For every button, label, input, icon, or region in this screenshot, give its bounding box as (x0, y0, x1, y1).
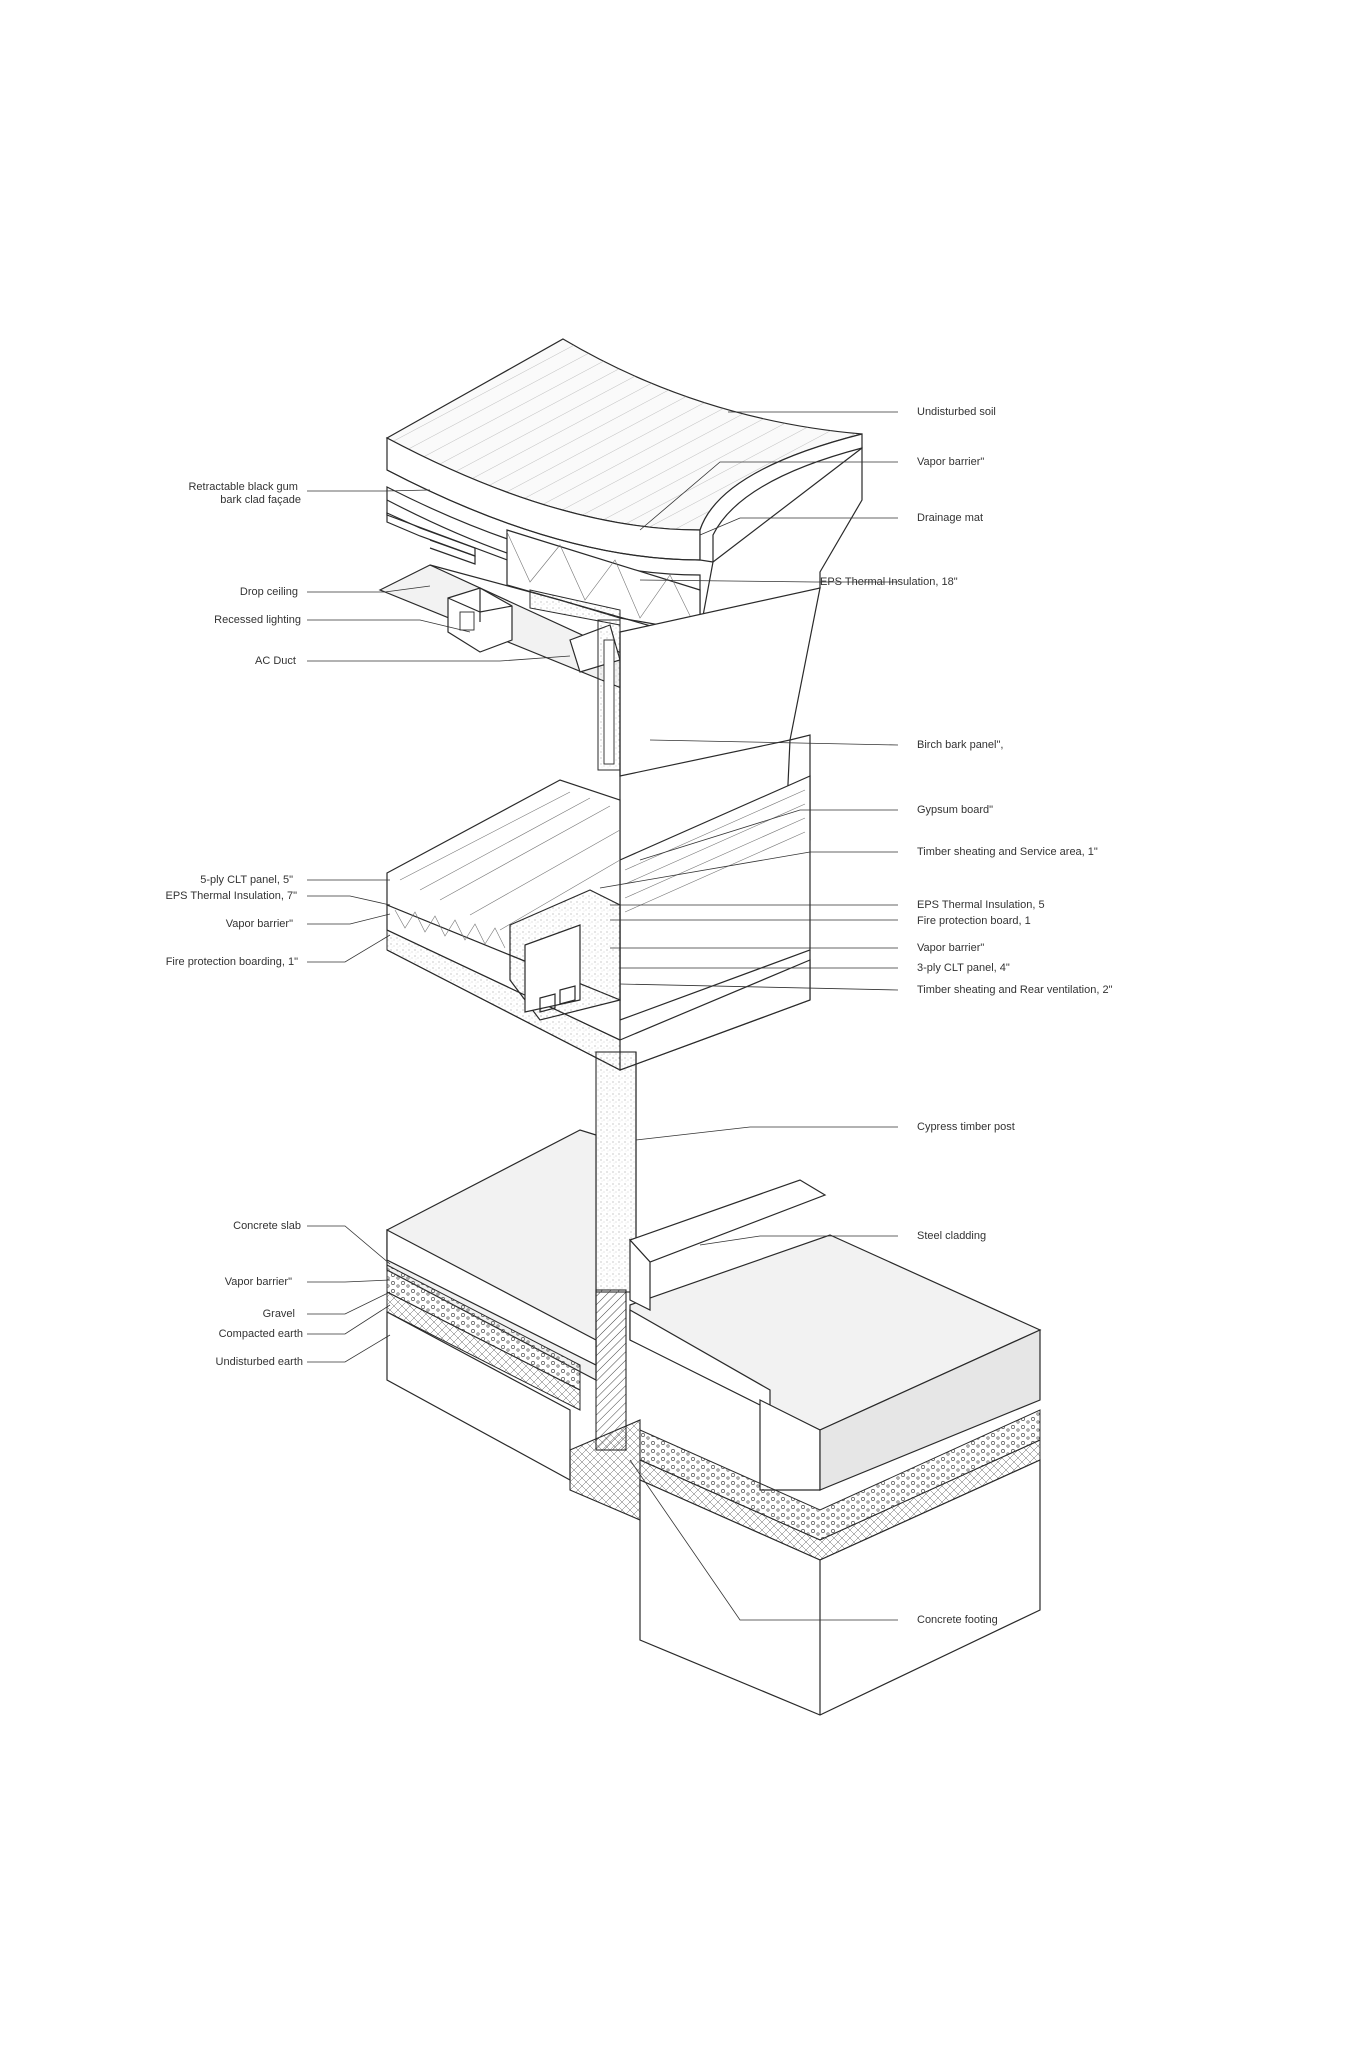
label-ac-duct: AC Duct (255, 655, 296, 667)
label-timber-rear: Timber sheating and Rear ventilation, 2" (917, 984, 1113, 996)
label-drainage-mat: Drainage mat (917, 512, 983, 524)
fascia-line-1 (386, 469, 701, 561)
facade-slat-2 (429, 539, 476, 565)
upper-wall-core (603, 639, 615, 765)
label-drop-ceiling: Drop ceiling (240, 586, 298, 598)
label-clt-5ply: 5-ply CLT panel, 5" (200, 874, 293, 886)
leader-vapor-left-1 (307, 913, 391, 925)
middle-floor-block (386, 775, 811, 1071)
label-fire-right: Fire protection board, 1 (917, 915, 1031, 927)
label-fire-left: Fire protection boarding, 1" (166, 956, 298, 968)
labels-left: Retractable black gum bark clad façade D… (166, 481, 304, 1368)
leader-drop-ceiling (307, 585, 431, 593)
leader-gypsum (639, 809, 898, 861)
label-vapor-right-2: Vapor barrier" (917, 942, 984, 954)
label-eps-18: EPS Thermal Insulation, 18" (820, 576, 958, 588)
floor-vents (539, 985, 576, 1013)
leader-lines (307, 411, 899, 1621)
leader-eps-18 (639, 579, 898, 583)
right-slab-side (819, 1329, 1041, 1491)
label-birch: Birch bark panel", (917, 739, 1003, 751)
recessed-light-edges (447, 588, 513, 622)
label-undisturbed-soil: Undisturbed soil (917, 406, 996, 418)
label-cypress: Cypress timber post (917, 1121, 1015, 1133)
foundation-block (386, 1129, 1042, 1716)
label-gypsum: Gypsum board" (917, 804, 993, 816)
label-gravel: Gravel (263, 1308, 295, 1320)
label-undisturbed-earth: Undisturbed earth (216, 1356, 303, 1368)
labels-right: Undisturbed soil Vapor barrier" Drainage… (820, 406, 1113, 1626)
label-clt-3ply: 3-ply CLT panel, 4" (917, 962, 1010, 974)
leader-timber-rear (619, 983, 899, 991)
leader-undisturbed-earth (307, 1334, 391, 1363)
leader-retractable (307, 489, 431, 492)
mid-wall-lines (624, 789, 806, 913)
leader-birch (649, 739, 899, 746)
label-vapor-left-2: Vapor barrier" (225, 1276, 292, 1288)
leader-ac-duct (307, 655, 571, 662)
label-timber-service: Timber sheating and Service area, 1" (917, 846, 1098, 858)
leader-gravel (307, 1291, 391, 1315)
label-eps-5: EPS Thermal Insulation, 5 (917, 899, 1045, 911)
leader-recessed-lighting (307, 619, 471, 633)
leader-eps-7 (307, 895, 391, 906)
label-vapor-left-1: Vapor barrier" (226, 918, 293, 930)
label-recessed-lighting: Recessed lighting (214, 614, 301, 626)
label-compacted-earth: Compacted earth (219, 1328, 303, 1340)
label-retractable: Retractable black gum bark clad façade (188, 481, 301, 506)
leader-fire-left (307, 934, 391, 963)
roof-block (378, 338, 863, 722)
floor-inner-void (524, 924, 581, 1013)
leader-vapor-left-2 (307, 1279, 391, 1283)
leader-drainage-mat (699, 517, 898, 536)
floor-eps-zigzag (394, 909, 506, 949)
light-fixture (459, 611, 475, 631)
floor-top-lines (399, 791, 621, 931)
label-concrete-slab: Concrete slab (233, 1220, 301, 1232)
leader-concrete-footing (629, 1459, 898, 1621)
leader-timber-service (599, 851, 898, 889)
leader-compacted-earth (307, 1304, 391, 1335)
leader-steel-cladding (699, 1235, 898, 1246)
label-eps-7: EPS Thermal Insulation, 7" (166, 890, 298, 902)
label-steel-cladding: Steel cladding (917, 1230, 986, 1242)
label-concrete-footing: Concrete footing (917, 1614, 998, 1626)
label-vapor-right-1: Vapor barrier" (917, 456, 984, 468)
post-embed (595, 1289, 627, 1451)
eps-zigzag (506, 531, 699, 633)
left-compacted-earth (386, 1291, 581, 1411)
leader-vapor-right-1 (639, 461, 898, 531)
leader-concrete-slab (307, 1225, 391, 1265)
roof-top-lines (387, 339, 862, 530)
steel-cladding-end (629, 1238, 651, 1311)
leader-cypress (635, 1126, 898, 1141)
